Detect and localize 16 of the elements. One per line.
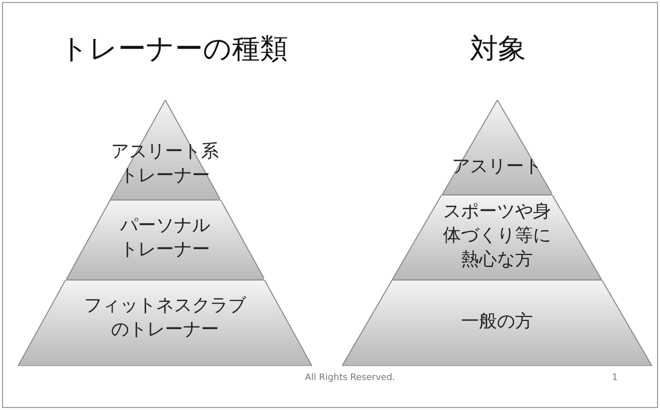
heading: 対象: [470, 31, 526, 67]
footer-text: All Rights Reserved.: [305, 373, 396, 383]
page-number: 1: [612, 373, 618, 383]
band-label: アスリート: [450, 155, 543, 179]
pyramid-band: [342, 280, 652, 366]
pyramid-band: [18, 280, 312, 366]
band-label: フィットネスクラブのトレーナー: [83, 294, 248, 342]
pyramid-top-triangle: [442, 100, 552, 195]
pyramid-band: [66, 200, 264, 280]
band-label: アスリート系トレーナー: [110, 140, 220, 188]
band-label: パーソナルトレーナー: [118, 214, 211, 262]
band-label: スポーツや身体づくり等に熱心な方: [442, 200, 552, 272]
pyramid-top-triangle: [110, 100, 220, 200]
heading: トレーナーの種類: [60, 31, 288, 67]
band-label: 一般の方: [460, 310, 534, 334]
pyramid-band: [392, 195, 602, 280]
